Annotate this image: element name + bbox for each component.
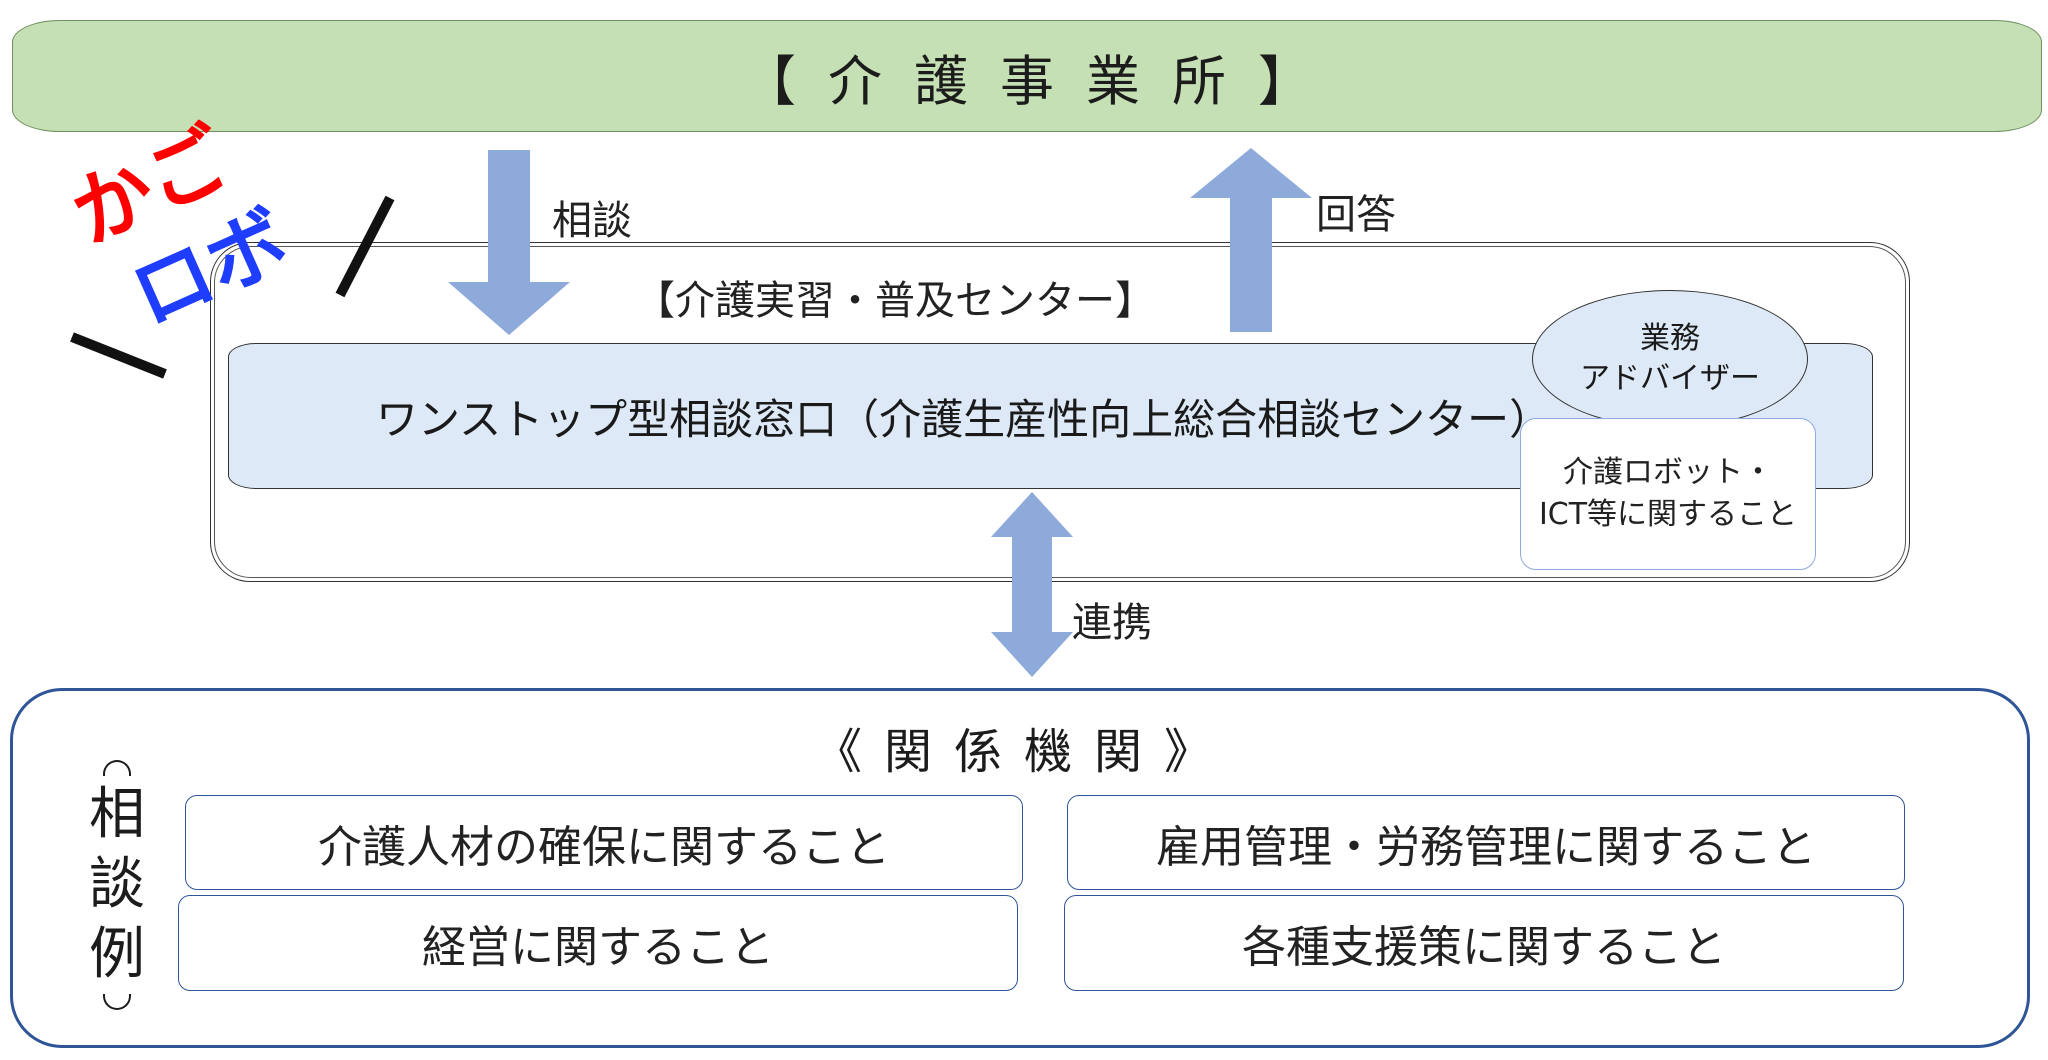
answer-label: 回答 — [1316, 192, 1396, 238]
example-box-care-staffing: 介護人材の確保に関すること — [185, 795, 1023, 890]
paren-bottom — [103, 994, 131, 1010]
example-text: 各種支援策に関すること — [1242, 922, 1726, 973]
example-text: 経営に関すること — [422, 922, 774, 973]
consult-label: 相談 — [552, 198, 632, 244]
cooperate-label: 連携 — [1072, 600, 1152, 646]
example-vertical-label: 相 談 例 — [82, 760, 152, 1010]
example-char-2: 談 — [89, 852, 145, 917]
logo-slash-left — [70, 332, 167, 379]
top-banner-care-office: 【介護事業所】 — [12, 20, 2042, 132]
advisor-line1: 業務 — [1640, 321, 1700, 356]
ict-line2: ICT等に関すること — [1538, 497, 1798, 532]
ict-box: 介護ロボット・ ICT等に関すること — [1520, 418, 1816, 570]
example-box-labor-management: 雇用管理・労務管理に関すること — [1067, 795, 1905, 890]
example-box-support-measures: 各種支援策に関すること — [1064, 895, 1904, 991]
paren-top — [103, 760, 131, 776]
related-title: 《関係機関》 — [813, 724, 1234, 780]
advisor-line2: アドバイザー — [1580, 361, 1760, 396]
example-text: 雇用管理・労務管理に関すること — [1156, 821, 1816, 873]
example-box-management: 経営に関すること — [178, 895, 1018, 991]
center-title: 【介護実習・普及センター】 — [635, 278, 1155, 324]
example-char-3: 例 — [89, 922, 145, 987]
example-char-1: 相 — [89, 782, 145, 847]
example-text: 介護人材の確保に関すること — [318, 821, 890, 873]
advisor-ellipse: 業務 アドバイザー — [1532, 290, 1808, 428]
top-banner-title: 【介護事業所】 — [742, 49, 1344, 113]
one-stop-label: ワンストップ型相談窓口（介護生産性向上総合相談センター） — [376, 395, 1552, 444]
ict-line1: 介護ロボット・ — [1563, 455, 1773, 490]
